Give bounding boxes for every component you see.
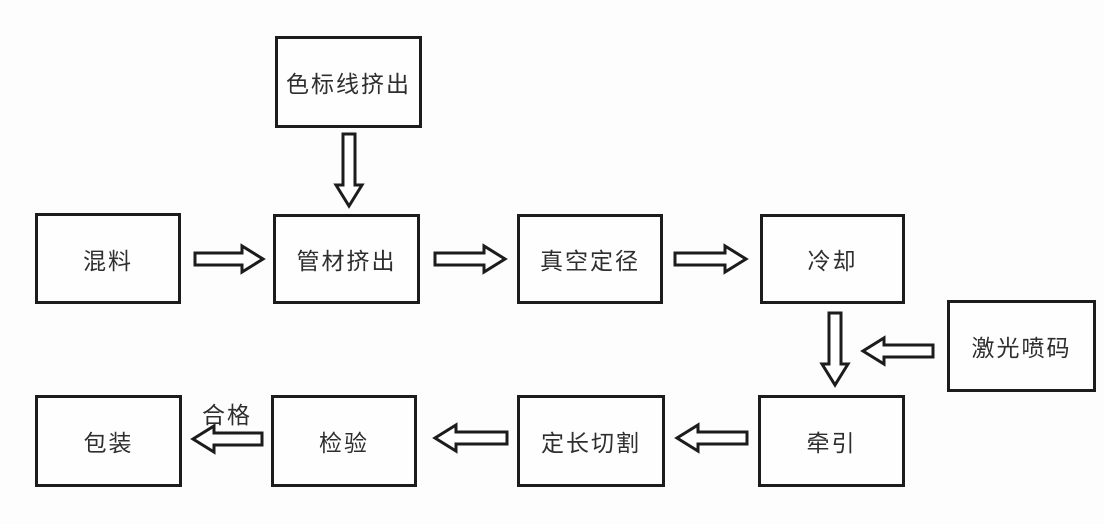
node-color-line-extrusion: 色标线挤出 — [275, 36, 422, 128]
node-mixing-label: 混料 — [83, 248, 133, 274]
node-traction-label: 牵引 — [806, 431, 857, 456]
arrow-fixed-length-cutting-to-inspection — [432, 422, 509, 454]
node-cooling-label: 冷却 — [807, 249, 858, 274]
node-packaging-label: 包装 — [83, 431, 134, 456]
node-inspection-label: 检验 — [319, 431, 369, 456]
arrow-traction-to-fixed-length-cutting — [674, 422, 749, 454]
edge-label-qualified: 合格 — [202, 403, 252, 428]
arrow-cooling-to-traction — [819, 311, 851, 388]
arrow-vacuum-sizing-to-cooling — [673, 243, 749, 275]
node-cooling: 冷却 — [760, 214, 905, 304]
node-vacuum-sizing-label: 真空定径 — [540, 249, 640, 274]
node-laser-coding-label: 激光喷码 — [971, 336, 1072, 361]
node-mixing: 混料 — [35, 213, 181, 304]
node-fixed-length-cutting-label: 定长切割 — [541, 431, 641, 456]
arrow-color-line-extrusion-to-pipe-extrusion — [333, 132, 365, 209]
node-packaging: 包装 — [35, 395, 182, 487]
node-traction: 牵引 — [758, 395, 905, 487]
node-fixed-length-cutting: 定长切割 — [517, 395, 665, 487]
node-laser-coding: 激光喷码 — [947, 300, 1096, 392]
node-pipe-extrusion-label: 管材挤出 — [296, 249, 397, 274]
arrow-mixing-to-pipe-extrusion — [193, 243, 266, 275]
node-inspection: 检验 — [271, 395, 417, 487]
node-color-line-extrusion-label: 色标线挤出 — [286, 72, 411, 97]
arrow-pipe-extrusion-to-vacuum-sizing — [433, 243, 508, 275]
node-pipe-extrusion: 管材挤出 — [273, 214, 420, 304]
arrow-laser-coding-to-line — [860, 335, 935, 367]
node-vacuum-sizing: 真空定径 — [517, 214, 663, 304]
